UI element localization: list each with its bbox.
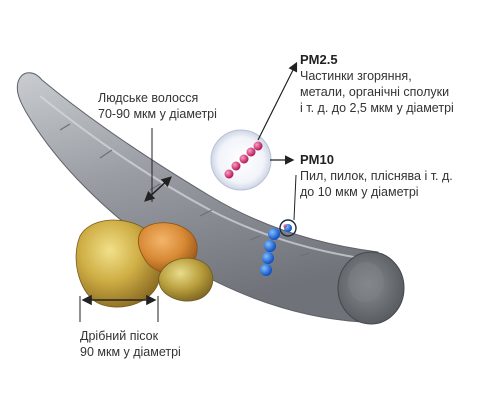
pm10-line2: до 10 мкм у діаметрі	[300, 185, 419, 199]
pm25-label: PM2.5 Частинки згоряння, метали, органіч…	[300, 52, 454, 116]
pm25-line2: метали, органічні сполуки	[300, 85, 450, 99]
sand-diameter-marker	[79, 294, 159, 322]
pm25-line1: Частинки згоряння,	[300, 69, 412, 83]
hair-label-line2: 70-90 мкм у діаметрі	[98, 107, 217, 121]
sand-label: Дрібний пісок 90 мкм у діаметрі	[80, 328, 181, 360]
pm25-line3: і т. д. до 2,5 мкм у діаметрі	[300, 101, 454, 115]
sand-label-line2: 90 мкм у діаметрі	[80, 345, 181, 359]
pm10-title: PM10	[300, 152, 334, 167]
pm10-label: PM10 Пил, пилок, пліснява і т. д. до 10 …	[300, 152, 453, 200]
pm10-particles	[260, 174, 297, 276]
hair-label: Людське волосся 70-90 мкм у діаметрі	[98, 90, 217, 122]
hair-label-line1: Людське волосся	[98, 91, 199, 105]
hair-strand	[16, 72, 405, 325]
pm10-line1: Пил, пилок, пліснява і т. д.	[300, 169, 453, 183]
pm25-title: PM2.5	[300, 52, 338, 67]
sand-grains	[75, 219, 214, 308]
sand-label-line1: Дрібний пісок	[80, 329, 159, 343]
pm25-lens	[210, 61, 298, 191]
hair-diameter-marker	[144, 128, 172, 202]
